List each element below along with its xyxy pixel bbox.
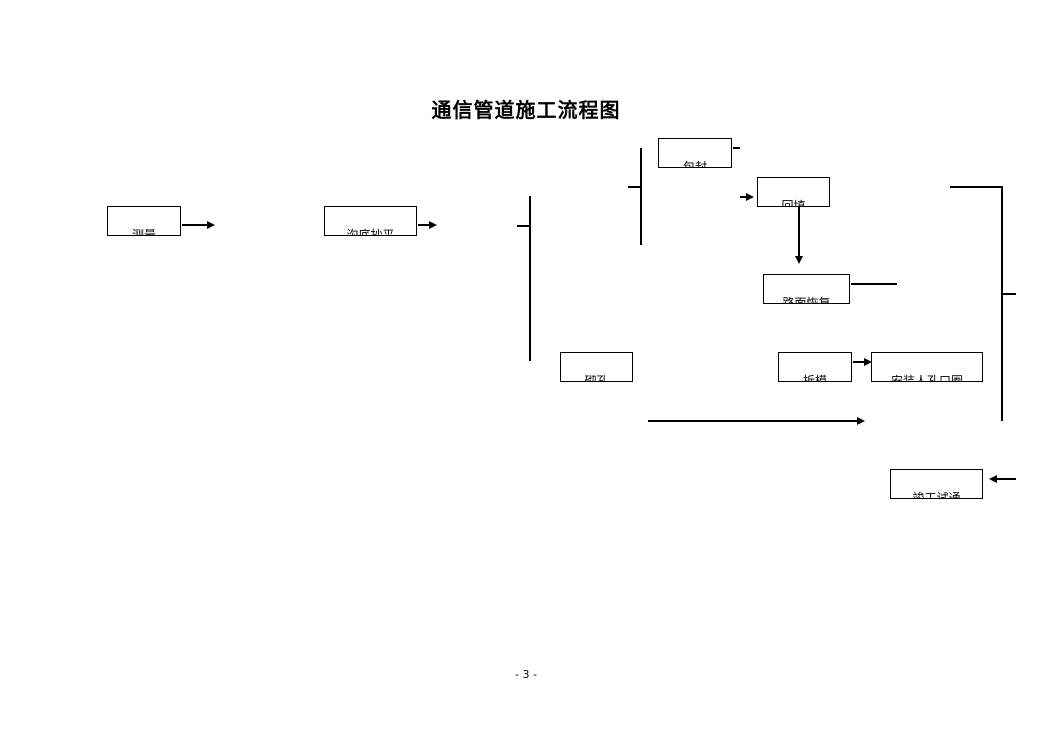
step-label: 砌孔: [584, 374, 609, 382]
step-final-test: 竣工试通: [890, 469, 983, 499]
step-survey: 测量: [107, 206, 181, 236]
arrow-right-icon: [746, 193, 754, 201]
step-backfill: 回填: [757, 177, 830, 207]
arrow-right-icon: [429, 221, 437, 229]
step-build-hole: 砌孔: [560, 352, 633, 382]
connector: [798, 207, 800, 257]
step-trench-level: 沟底抄平: [324, 206, 417, 236]
connector: [851, 283, 897, 285]
arrow-right-icon: [207, 221, 215, 229]
connector: [529, 196, 531, 361]
step-label: 安装人孔口圈: [890, 374, 963, 382]
arrow-right-icon: [857, 417, 865, 425]
step-install-ring: 安装人孔口圈: [871, 352, 983, 382]
connector: [648, 420, 858, 422]
step-road-restore: 路面恢复: [763, 274, 850, 304]
connector: [950, 186, 1002, 188]
connector: [853, 361, 865, 363]
connector: [640, 148, 642, 245]
connector: [1001, 186, 1003, 421]
connector: [517, 225, 530, 227]
step-label: 竣工试通: [912, 491, 961, 499]
connector: [733, 147, 740, 149]
page-title: 通信管道施工流程图: [431, 98, 621, 122]
step-label: 拆模: [802, 374, 827, 382]
step-label: 路面恢复: [782, 296, 831, 304]
arrow-right-icon: [864, 358, 872, 366]
arrow-left-icon: [989, 475, 997, 483]
step-label: 回填: [781, 199, 806, 207]
connector: [418, 224, 430, 226]
connector: [996, 478, 1016, 480]
step-encase: 包封: [658, 138, 732, 168]
arrow-down-icon: [795, 256, 803, 264]
connector: [628, 186, 641, 188]
step-label: 包封: [682, 160, 707, 168]
step-label: 测量: [131, 228, 156, 236]
connector: [1002, 293, 1016, 295]
step-label: 沟底抄平: [346, 228, 395, 236]
connector: [740, 196, 748, 198]
page-number: - 3 -: [515, 668, 537, 681]
step-remove-form: 拆模: [778, 352, 852, 382]
connector: [182, 224, 208, 226]
